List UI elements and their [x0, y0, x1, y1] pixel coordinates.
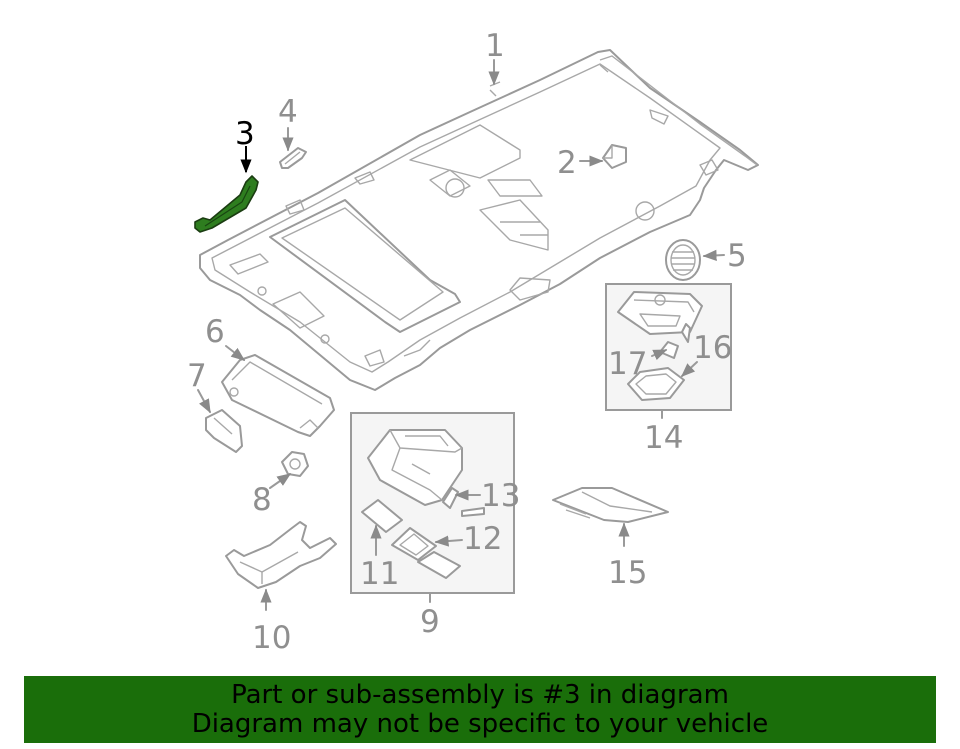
- holder-part-8: [281, 451, 309, 477]
- leader-lines: [197, 59, 725, 611]
- callout-12: 12: [463, 521, 502, 557]
- callout-4: 4: [278, 94, 298, 130]
- dome-lamp-assembly-part-14: [605, 283, 732, 411]
- grille-part-5: [665, 239, 701, 281]
- callout-15: 15: [608, 555, 647, 591]
- callout-16: 16: [693, 330, 732, 366]
- callout-8: 8: [252, 482, 272, 518]
- info-banner: Part or sub-assembly is #3 in diagram Di…: [24, 676, 936, 743]
- banner-line-2: Diagram may not be specific to your vehi…: [191, 709, 769, 739]
- callouts: 1 2 3 4 5 6 7 8 9 10 11 12 13 14 15 16 1…: [187, 28, 747, 656]
- callout-17: 17: [608, 346, 647, 382]
- banner-line-1: Part or sub-assembly is #3 in diagram: [231, 680, 729, 710]
- callout-14: 14: [644, 420, 683, 456]
- callout-13: 13: [481, 478, 520, 514]
- callout-9: 9: [420, 604, 440, 640]
- map-lamp-assembly-part-9: [350, 412, 515, 594]
- visor-clip-part-7: [205, 409, 243, 453]
- callout-1: 1: [485, 28, 505, 64]
- clip-part-2: [602, 144, 627, 169]
- sun-visor-part-6: [221, 354, 335, 437]
- callout-7: 7: [187, 358, 207, 394]
- headliner-part-1: [199, 49, 759, 391]
- parts-diagram: 1 2 3 4 5 6 7 8 9 10 11 12 13 14 15 16 1…: [187, 28, 759, 656]
- callout-6: 6: [205, 314, 225, 350]
- callout-3: 3: [235, 116, 255, 152]
- callout-11: 11: [360, 556, 399, 592]
- coat-hook-part-4: [279, 147, 307, 169]
- callout-2: 2: [557, 145, 577, 181]
- callout-10: 10: [252, 620, 291, 656]
- bracket-part-10: [225, 521, 337, 589]
- trim-panel-part-15: [552, 487, 669, 523]
- callout-5: 5: [727, 238, 747, 274]
- assist-grip-part-3: [194, 175, 259, 233]
